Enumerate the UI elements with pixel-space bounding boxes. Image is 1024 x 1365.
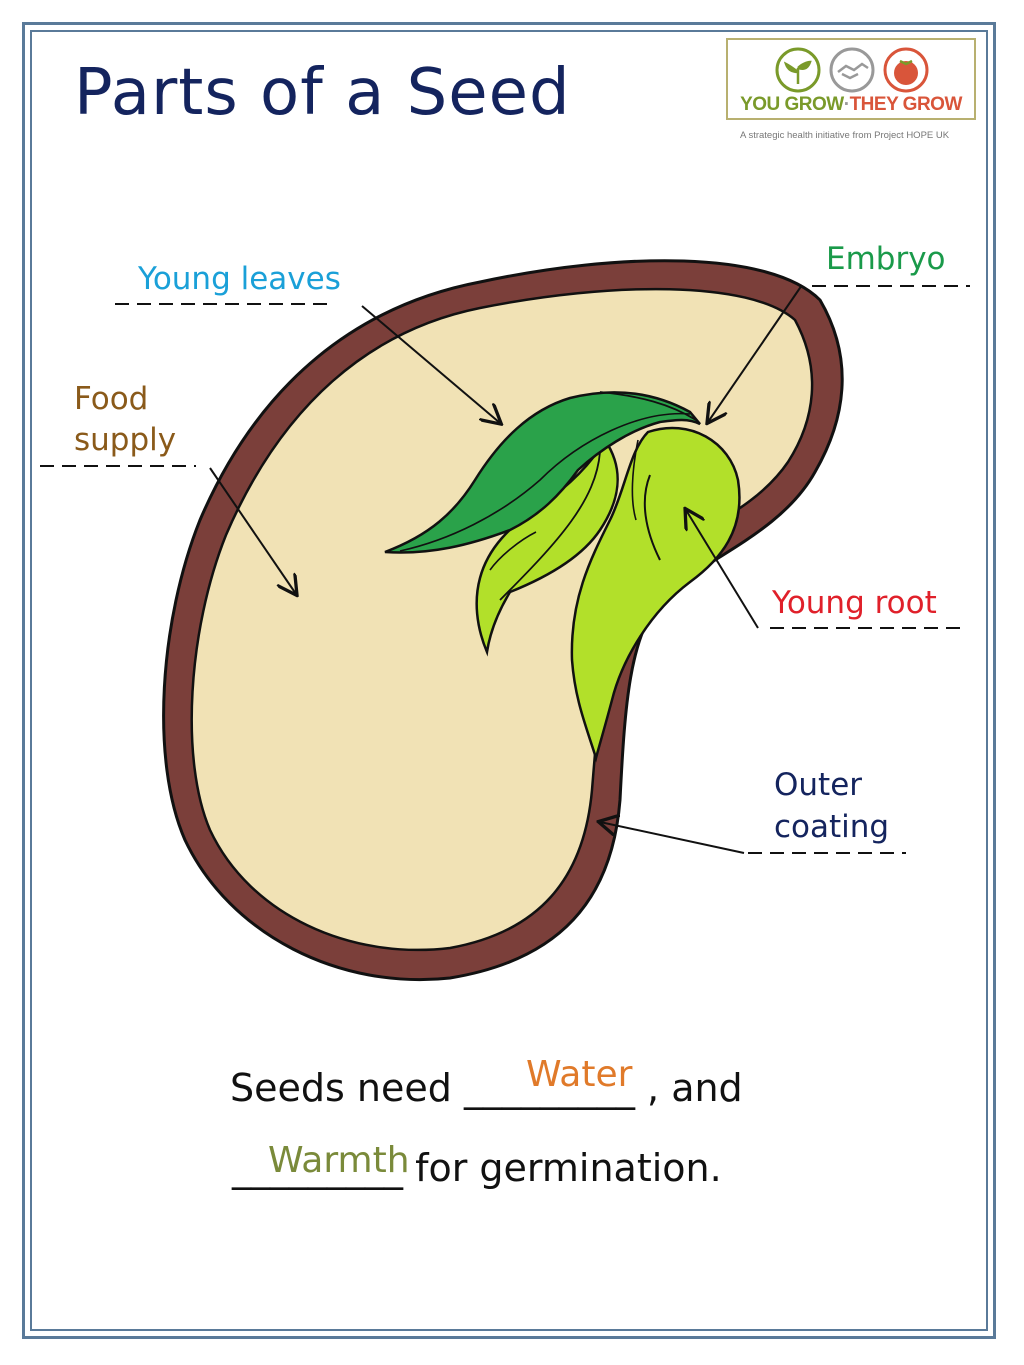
sentence-start: Seeds need [230,1066,452,1110]
logo-tagline: A strategic health initiative from Proje… [740,130,950,141]
young-leaves [384,391,701,554]
label-embryo: Embryo [826,241,946,277]
seedling-icon [775,47,821,93]
food-supply-arrow [209,467,296,594]
sentence-end: for germination. [415,1146,722,1190]
handshake-icon [829,47,875,93]
label-young-root: Young root [772,585,937,621]
sentence-line1: Seeds need _________ , and [230,1066,743,1110]
label-food-supply-line1: Food [74,381,149,417]
tomato-icon [883,47,929,93]
answer-water: Water [526,1054,633,1095]
outer-border [22,22,996,1339]
blank-1: _________ [463,1066,635,1110]
embryo-arrow [708,284,803,422]
label-outer-coating-line1: Outer [774,767,863,803]
sentence-line2: _________ for germination. [232,1146,722,1190]
page-title: Parts of a Seed [74,56,571,130]
logo: YOU GROW·THEY GROW [726,38,976,120]
label-young-leaves: Young leaves [138,261,341,297]
inner-border [30,30,988,1331]
young-root-arrow [686,510,759,629]
answer-warmth: Warmth [268,1140,410,1181]
outer-coating-arrow [600,822,745,854]
young-leaves-arrow [361,305,500,423]
label-food-supply-line2: supply [74,422,177,458]
blank-2: _________ [232,1146,403,1190]
label-outer-coating-line2: coating [774,809,890,845]
sentence-and: , and [647,1066,743,1110]
logo-icons [775,47,929,93]
logo-text: YOU GROW·THEY GROW [740,94,962,115]
